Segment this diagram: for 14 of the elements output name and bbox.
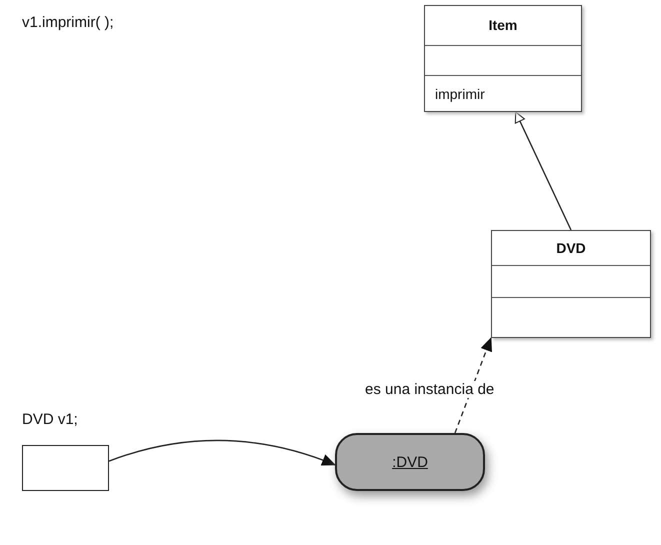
variable-box [22,445,109,491]
inheritance-arrow [514,112,572,230]
class-box [424,5,582,112]
code-statement: v1.imprimir( ); [22,14,114,31]
arrow [454,337,492,434]
method-name: imprimir [435,86,485,102]
edge-label: es una instancia de [363,381,496,398]
class-box [491,230,651,338]
class-name: Item [488,17,518,34]
arrow [108,440,336,466]
class-name: DVD [556,240,586,256]
variable-declaration: DVD v1; [22,411,78,428]
object-name: :DVD [392,454,428,470]
object-box [335,433,485,491]
